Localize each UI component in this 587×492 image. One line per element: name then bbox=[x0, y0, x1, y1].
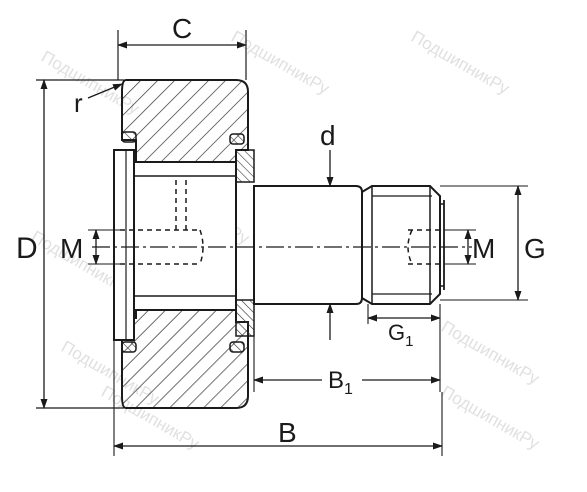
label-g1: G1 bbox=[388, 320, 413, 350]
stud-head bbox=[113, 149, 135, 341]
label-g1-sub: 1 bbox=[405, 333, 413, 350]
label-m-left: M bbox=[60, 233, 83, 264]
dim-d-shaft: d bbox=[320, 120, 336, 340]
stud-shoulder-lower bbox=[235, 299, 255, 337]
stud bbox=[113, 149, 445, 341]
dim-b1: B1 bbox=[253, 304, 441, 398]
seal-bottom-right bbox=[229, 341, 245, 353]
label-c: C bbox=[172, 13, 192, 44]
dim-c: C bbox=[117, 13, 247, 80]
stud-body bbox=[133, 161, 237, 311]
watermark-text: ПодшипникРу bbox=[438, 317, 543, 389]
seal-bottom-left bbox=[121, 341, 137, 353]
dim-m-left: M bbox=[60, 229, 122, 265]
stud-shaft bbox=[253, 185, 363, 305]
label-m-right: M bbox=[472, 233, 495, 264]
seal-top-right bbox=[229, 133, 245, 145]
label-b1: B1 bbox=[328, 367, 353, 398]
label-b1-sub: 1 bbox=[344, 381, 353, 398]
label-d-shaft: d bbox=[320, 120, 336, 151]
dim-g1: G1 bbox=[367, 304, 441, 350]
label-b: B bbox=[278, 417, 297, 448]
watermark-text: ПодшипникРу bbox=[408, 27, 513, 99]
label-d-outer: D bbox=[16, 232, 38, 265]
dim-b: B bbox=[113, 340, 443, 456]
seals bbox=[121, 131, 245, 353]
outer-ring bbox=[121, 79, 249, 409]
dim-d-outer: D bbox=[16, 79, 124, 409]
dim-g: G bbox=[440, 185, 546, 301]
label-g1-main: G bbox=[388, 320, 405, 345]
outer-ring-lower bbox=[121, 309, 249, 409]
label-r: r bbox=[74, 88, 83, 118]
outer-ring-upper bbox=[121, 79, 249, 163]
dim-m-right: M bbox=[444, 229, 495, 265]
stud-shoulder bbox=[235, 149, 255, 183]
lube-bore bbox=[120, 180, 444, 265]
stud-thread bbox=[361, 185, 441, 305]
dim-r: r bbox=[74, 83, 123, 118]
label-g: G bbox=[524, 233, 546, 264]
watermark-text: ПодшипникРу bbox=[438, 382, 543, 454]
seal-top-left bbox=[121, 131, 137, 143]
label-b1-main: B bbox=[328, 367, 344, 394]
